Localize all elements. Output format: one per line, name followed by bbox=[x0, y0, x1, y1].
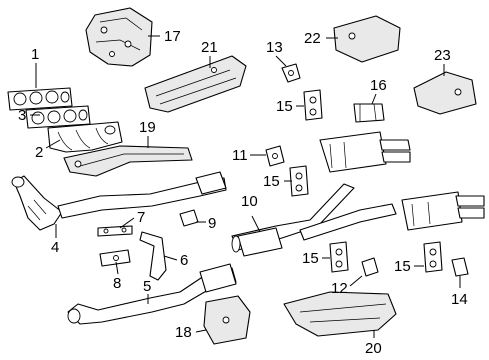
callout-1: 1 bbox=[31, 46, 39, 63]
part-22-heat-shield bbox=[333, 15, 401, 63]
leader-lines bbox=[30, 35, 461, 338]
callout-11: 11 bbox=[232, 147, 248, 164]
callout-6: 6 bbox=[180, 252, 188, 269]
callout-15d: 15 bbox=[394, 258, 411, 275]
callout-20: 20 bbox=[365, 340, 382, 357]
callout-2: 2 bbox=[35, 144, 43, 161]
part-5-pipe-converter bbox=[67, 263, 237, 325]
part-4-front-pipe-converter bbox=[11, 171, 227, 231]
part-9-bracket bbox=[179, 209, 199, 227]
part-7-bracket bbox=[97, 225, 133, 237]
callout-22: 22 bbox=[304, 30, 321, 47]
callout-13: 13 bbox=[266, 39, 283, 56]
callout-12: 12 bbox=[331, 280, 348, 297]
callout-15b: 15 bbox=[263, 173, 280, 190]
part-11-clamp bbox=[265, 145, 285, 167]
part-10-intermediate-pipe bbox=[231, 183, 397, 257]
part-15-hanger bbox=[303, 89, 323, 121]
callout-9: 9 bbox=[208, 215, 216, 232]
leader-10 bbox=[251, 215, 261, 233]
callout-7: 7 bbox=[137, 209, 145, 226]
callout-labels: 1 2 3 4 5 6 7 8 9 10 11 12 13 14 15 15 1… bbox=[18, 28, 468, 357]
callout-18: 18 bbox=[175, 324, 192, 341]
leader-18 bbox=[195, 329, 207, 333]
leader-8 bbox=[115, 261, 119, 275]
callout-4: 4 bbox=[51, 239, 59, 256]
part-20-heat-shield bbox=[283, 291, 397, 337]
callout-15a: 15 bbox=[276, 98, 293, 115]
part-18-bracket bbox=[203, 295, 251, 345]
leader-2 bbox=[45, 139, 61, 149]
part-upper-muffler bbox=[319, 131, 411, 173]
part-16-isolator bbox=[353, 103, 385, 123]
part-1-gasket bbox=[7, 87, 73, 111]
part-2-exhaust-manifold bbox=[47, 121, 123, 153]
leader-7 bbox=[119, 217, 135, 229]
callout-8: 8 bbox=[113, 275, 121, 292]
callout-23: 23 bbox=[434, 47, 451, 64]
callout-3: 3 bbox=[18, 107, 26, 124]
callout-19: 19 bbox=[139, 119, 156, 136]
callout-10: 10 bbox=[241, 193, 258, 210]
part-3-gasket bbox=[25, 105, 91, 129]
leader-13 bbox=[275, 55, 287, 67]
callout-15c: 15 bbox=[302, 250, 319, 267]
part-8-bracket bbox=[99, 249, 131, 267]
leader-6 bbox=[163, 255, 178, 261]
part-15-hanger bbox=[423, 241, 443, 273]
leader-16 bbox=[371, 93, 377, 105]
callout-16: 16 bbox=[370, 77, 387, 94]
callout-14: 14 bbox=[451, 291, 468, 308]
part-19-heat-shield bbox=[63, 145, 193, 177]
callout-5: 5 bbox=[143, 278, 151, 295]
callout-21: 21 bbox=[201, 39, 218, 56]
part-15-hanger bbox=[289, 165, 309, 197]
part-13-clamp bbox=[281, 63, 301, 83]
part-14-clamp bbox=[451, 257, 469, 277]
part-6-hanger-bracket bbox=[139, 231, 167, 281]
callout-17: 17 bbox=[164, 28, 181, 45]
part-12-clamp bbox=[361, 257, 379, 277]
leader-12 bbox=[349, 275, 363, 287]
part-21-heat-shield bbox=[144, 55, 247, 113]
part-lower-muffler bbox=[401, 191, 485, 231]
part-17-heat-shield bbox=[85, 7, 153, 67]
part-23-heat-shield bbox=[413, 71, 477, 115]
part-15-hanger bbox=[329, 241, 349, 273]
